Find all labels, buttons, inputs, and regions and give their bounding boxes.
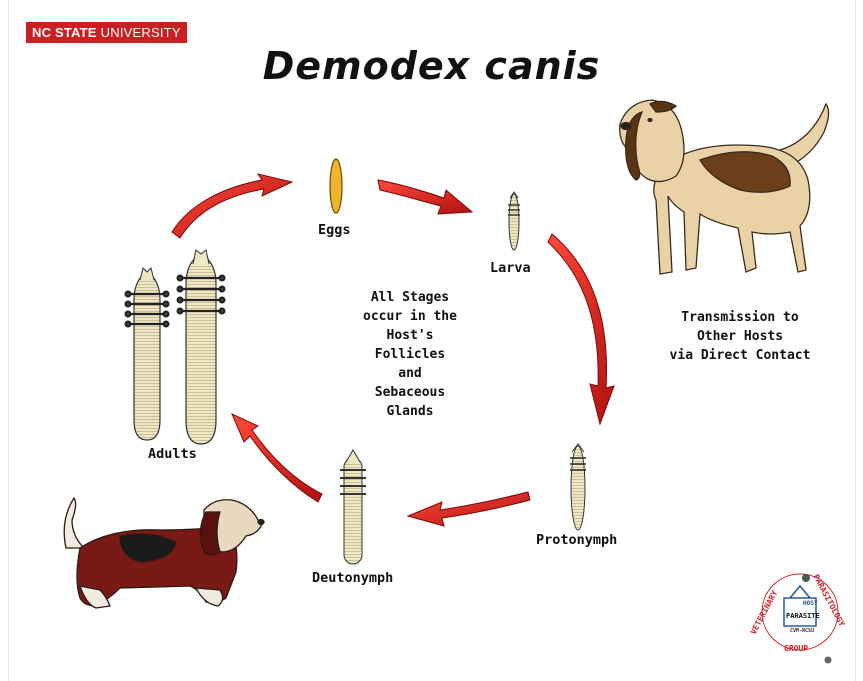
transmission-line: Other Hosts bbox=[650, 327, 830, 346]
logo-center-text: PARASITE bbox=[786, 612, 820, 620]
logo-host-text: HOST bbox=[803, 600, 817, 607]
stage-label-eggs: Eggs bbox=[318, 222, 351, 238]
center-note-line: All Stages bbox=[345, 288, 475, 307]
basset-hound-dog-icon bbox=[64, 498, 264, 608]
adult-mite-icon-1 bbox=[126, 268, 169, 440]
center-note-line: occur in the bbox=[345, 307, 475, 326]
arrow-eggs-to-larva bbox=[378, 180, 472, 214]
center-note-line: and bbox=[345, 364, 475, 383]
egg-icon bbox=[330, 159, 342, 213]
adult-mite-icon-2 bbox=[178, 250, 225, 444]
arrow-protonymph-to-deutonymph bbox=[408, 492, 530, 526]
arrow-adults-to-eggs bbox=[172, 174, 292, 238]
stage-label-protonymph: Protonymph bbox=[536, 532, 617, 548]
protonymph-mite-icon bbox=[570, 444, 586, 530]
logo-small-text: CVM-NCSU bbox=[790, 628, 814, 634]
deutonymph-mite-icon bbox=[340, 450, 366, 564]
center-note-line: Sebaceous bbox=[345, 383, 475, 402]
stage-label-adults: Adults bbox=[148, 446, 197, 462]
transmission-note: Transmission to Other Hosts via Direct C… bbox=[650, 308, 830, 365]
larva-mite-icon bbox=[508, 192, 520, 250]
logo-bottom-text: GROUP bbox=[784, 644, 808, 653]
arrow-deutonymph-to-adults bbox=[232, 414, 322, 502]
center-note-line: Host's bbox=[345, 326, 475, 345]
transmission-line: via Direct Contact bbox=[650, 346, 830, 365]
stage-label-larva: Larva bbox=[490, 260, 531, 276]
center-note-line: Follicles bbox=[345, 345, 475, 364]
stage-label-deutonymph: Deutonymph bbox=[312, 570, 393, 586]
arrow-larva-to-protonymph bbox=[548, 234, 614, 424]
transmission-line: Transmission to bbox=[650, 308, 830, 327]
center-note-line: Glands bbox=[345, 402, 475, 421]
center-habitat-note: All Stages occur in the Host's Follicles… bbox=[345, 288, 475, 421]
bloodhound-dog-icon bbox=[620, 100, 829, 274]
